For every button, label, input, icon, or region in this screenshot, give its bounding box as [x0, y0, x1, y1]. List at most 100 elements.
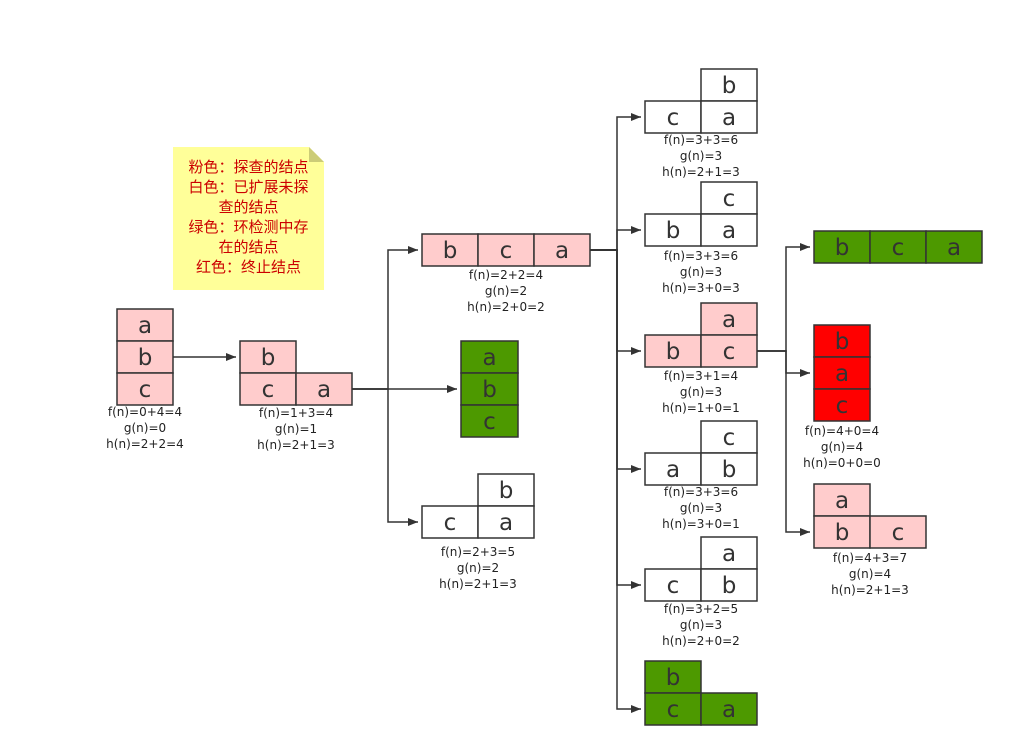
block-label: c [667, 105, 680, 131]
block-label: b [499, 478, 514, 504]
block-label: a [499, 510, 513, 536]
block-label: a [835, 488, 849, 514]
block-cell [813, 230, 871, 264]
block-label: c [892, 235, 905, 261]
block-label: c [667, 697, 680, 723]
block-label: b [835, 235, 850, 261]
block-label: a [722, 105, 736, 131]
cost-label: f(n)=3+1=4 [664, 369, 738, 383]
block-cell [295, 372, 353, 406]
block-label: c [483, 409, 496, 435]
cost-label: g(n)=2 [485, 284, 527, 298]
state-node-n3a: b c a f(n)=3+3=6 g(n)=3 h(n)=2+1=3 [644, 68, 758, 179]
cost-label: h(n)=2+1=3 [257, 438, 335, 452]
legend-line: 绿色：环检测中存 [188, 218, 309, 236]
block-label: b [261, 345, 276, 371]
block-label: b [722, 73, 737, 99]
block-label: c [667, 573, 680, 599]
block-label: a [947, 235, 961, 261]
block-cell [700, 420, 758, 454]
cost-label: f(n)=2+2=4 [469, 268, 543, 282]
block-cell [925, 230, 983, 264]
cost-label: f(n)=4+3=7 [833, 551, 907, 565]
block-label: a [722, 218, 736, 244]
block-cell [460, 404, 519, 438]
cost-label: g(n)=3 [680, 149, 722, 163]
block-label: c [139, 377, 152, 403]
block-label: b [666, 218, 681, 244]
block-label: a [722, 307, 736, 333]
block-cell [533, 233, 591, 267]
block-label: b [835, 329, 850, 355]
connector-arrow [757, 350, 810, 536]
block-cell [477, 505, 535, 539]
block-label: a [722, 697, 736, 723]
connector-arrow [352, 246, 418, 390]
block-cell [644, 692, 702, 726]
cost-label: g(n)=3 [680, 618, 722, 632]
block-cell [869, 230, 927, 264]
connector-arrow [352, 388, 418, 526]
cost-label: f(n)=4+0=4 [805, 424, 879, 438]
block-label: c [723, 339, 736, 365]
legend-line: 粉色：探查的结点 [188, 158, 309, 176]
block-cell [644, 568, 702, 602]
cost-label: h(n)=2+1=3 [662, 165, 740, 179]
cost-label: f(n)=3+3=6 [664, 485, 738, 499]
legend-line: 在的结点 [218, 238, 279, 256]
cost-label: h(n)=2+1=3 [439, 577, 517, 591]
cost-label: g(n)=3 [680, 385, 722, 399]
block-label: b [666, 339, 681, 365]
cost-label: f(n)=1+3=4 [259, 406, 333, 420]
legend-line: 白色：已扩展未探 [188, 178, 309, 196]
block-cell [700, 568, 758, 602]
cost-label: h(n)=2+1=3 [831, 583, 909, 597]
block-label: b [443, 238, 458, 264]
block-cell [813, 515, 871, 549]
block-cell [460, 372, 519, 406]
cost-label: g(n)=2 [457, 561, 499, 575]
block-cell [700, 68, 758, 102]
block-cell [700, 100, 758, 134]
block-label: b [722, 573, 737, 599]
legend-note: 粉色：探查的结点 白色：已扩展未探 查的结点 绿色：环检测中存 在的结点 红色：… [173, 147, 324, 290]
connector-arrow [757, 243, 810, 352]
block-label: c [723, 425, 736, 451]
block-label: a [835, 361, 849, 387]
block-cell [700, 213, 758, 247]
block-label: a [317, 377, 331, 403]
block-cell [813, 388, 871, 422]
block-cell [116, 340, 174, 374]
cost-label: g(n)=3 [680, 501, 722, 515]
block-cell [239, 340, 297, 374]
block-label: b [666, 665, 681, 691]
connector-arrow [757, 350, 810, 377]
block-label: c [836, 393, 849, 419]
cost-label: f(n)=3+3=6 [664, 133, 738, 147]
block-label: b [482, 377, 497, 403]
connector-arrow [590, 249, 641, 473]
note-shape [173, 147, 324, 290]
block-label: b [138, 345, 153, 371]
block-label: c [723, 186, 736, 212]
block-label: a [555, 238, 569, 264]
cost-label: h(n)=0+0=0 [803, 456, 881, 470]
legend-line: 红色：终止结点 [195, 258, 301, 276]
block-label: b [722, 457, 737, 483]
cost-label: g(n)=3 [680, 265, 722, 279]
block-cell [460, 340, 519, 374]
block-label: c [892, 520, 905, 546]
state-node-n3f: bc a [644, 660, 758, 726]
cost-label: g(n)=1 [275, 422, 317, 436]
block-label: b [835, 520, 850, 546]
cost-label: h(n)=2+0=2 [467, 300, 545, 314]
block-label: a [482, 345, 496, 371]
